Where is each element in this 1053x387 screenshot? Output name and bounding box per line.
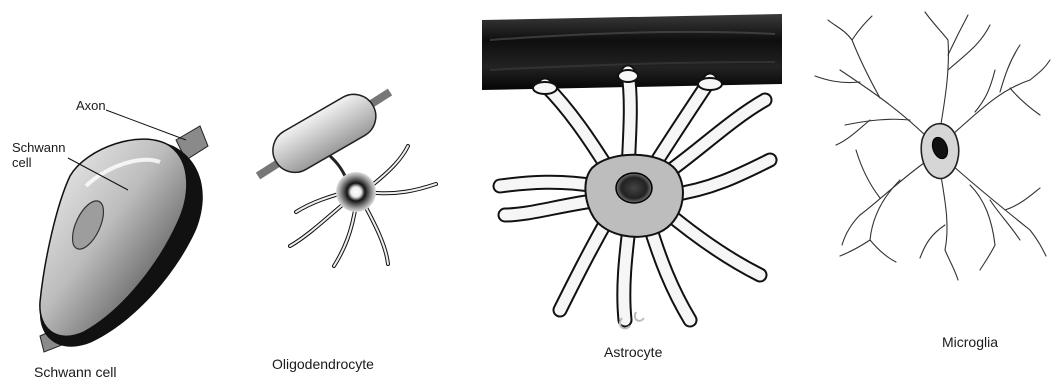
schwann-cell-caption: Schwann cell: [34, 364, 117, 380]
astrocyte-nucleus: [616, 173, 652, 203]
microglia-caption: Microglia: [942, 334, 998, 350]
oligodendrocyte-illustration: [258, 86, 436, 266]
schwann-cell-callout-label-line2: cell: [12, 155, 32, 170]
axon-label: Axon: [76, 98, 106, 113]
microglia-illustration: [815, 12, 1050, 280]
oligodendrocyte-soma: [336, 172, 376, 212]
astrocyte-illustration: [482, 14, 782, 328]
schwann-cell-callout-label-line1: Schwann: [12, 140, 65, 155]
oligodendrocyte-caption: Oligodendrocyte: [272, 356, 374, 372]
astrocyte-caption: Astrocyte: [604, 344, 662, 360]
myelin-sheath: [265, 86, 384, 180]
